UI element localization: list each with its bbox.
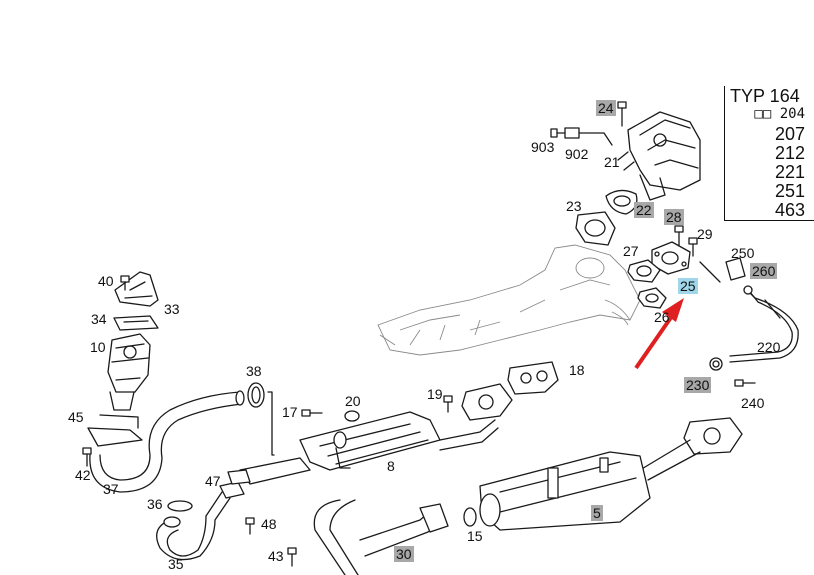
pipe-flange-right: [639, 417, 743, 481]
part-label-18[interactable]: 18: [569, 362, 585, 378]
part-label-220[interactable]: 220: [757, 339, 781, 355]
gasket-47: [219, 469, 251, 499]
pipe-37: [89, 390, 245, 493]
part-label-30[interactable]: 30: [394, 546, 414, 562]
flange-27: [651, 241, 691, 275]
part-label-40[interactable]: 40: [98, 273, 114, 289]
part-label-27[interactable]: 27: [623, 243, 639, 259]
bolt-24: [617, 101, 627, 127]
part-label-28[interactable]: 28: [664, 209, 684, 225]
part-label-42[interactable]: 42: [75, 467, 91, 483]
part-label-8[interactable]: 8: [387, 458, 395, 474]
bracket-45: [87, 414, 143, 447]
egr-cooler-valve-10: [107, 333, 151, 411]
part-label-250[interactable]: 250: [731, 245, 755, 261]
part-label-19[interactable]: 19: [427, 386, 443, 402]
clamp-230: [709, 357, 723, 371]
gasket-34: [113, 315, 159, 331]
type-value: 463: [774, 200, 805, 220]
bolt-240: [734, 379, 756, 387]
part-label-26[interactable]: 26: [654, 309, 670, 325]
gasket-18: [507, 361, 559, 395]
part-label-33[interactable]: 33: [164, 301, 180, 317]
seal-15: [463, 507, 477, 527]
pipe-35: [156, 491, 231, 561]
part-label-29[interactable]: 29: [697, 226, 713, 242]
type-subtitle: □□ 204: [754, 106, 805, 122]
gasket-26: [637, 287, 667, 309]
clamp-38: [247, 382, 265, 408]
part-label-23[interactable]: 23: [566, 198, 582, 214]
gasket-23: [575, 211, 616, 246]
type-value: 212: [774, 143, 805, 163]
flange-19: [461, 383, 513, 421]
seal-20: [344, 410, 360, 422]
egr-cooler-8: [239, 411, 499, 485]
sleeve-250: [725, 257, 746, 281]
bolt-40: [120, 275, 130, 291]
red-pointer-arrow: [634, 298, 684, 370]
part-label-34[interactable]: 34: [91, 311, 107, 327]
bolt-28: [674, 225, 684, 247]
part-label-25[interactable]: 25: [678, 278, 698, 294]
part-label-17[interactable]: 17: [282, 404, 298, 420]
part-label-35[interactable]: 35: [168, 556, 184, 572]
exhaust-manifold-outline: [377, 244, 641, 356]
part-label-48[interactable]: 48: [261, 516, 277, 532]
part-label-45[interactable]: 45: [68, 409, 84, 425]
gasket-36: [167, 500, 193, 512]
bolt-17: [301, 409, 323, 417]
part-label-5[interactable]: 5: [591, 505, 603, 521]
part-label-903[interactable]: 903: [531, 139, 555, 155]
bolt-29: [688, 237, 698, 257]
type-value: 221: [774, 162, 805, 182]
pipe-30: [313, 499, 449, 575]
part-label-38[interactable]: 38: [246, 363, 262, 379]
part-label-10[interactable]: 10: [90, 339, 106, 355]
bracket-33: [114, 271, 159, 307]
part-label-47[interactable]: 47: [205, 473, 221, 489]
gasket-22: [605, 189, 638, 215]
bolt-43: [287, 547, 297, 567]
part-label-24[interactable]: 24: [596, 100, 616, 116]
type-title: TYP 164: [730, 86, 800, 106]
pipe-220: [729, 285, 799, 363]
bolt-19: [443, 395, 453, 413]
model-type-table: TYP 164 □□ 204 207 212 221 251 463: [724, 86, 814, 221]
leader-lines: [267, 261, 721, 456]
dpf-5: [479, 451, 651, 531]
part-label-230[interactable]: 230: [684, 377, 712, 393]
bolt-42: [82, 447, 92, 467]
part-label-36[interactable]: 36: [147, 496, 163, 512]
part-label-21[interactable]: 21: [604, 154, 620, 170]
egr-valve-21: [617, 111, 701, 201]
part-label-902[interactable]: 902: [565, 146, 589, 162]
type-value: 207: [774, 124, 805, 144]
bolt-48: [245, 517, 255, 535]
part-label-22[interactable]: 22: [634, 202, 654, 218]
part-label-37[interactable]: 37: [103, 481, 119, 497]
part-label-15[interactable]: 15: [467, 528, 483, 544]
part-label-20[interactable]: 20: [345, 393, 361, 409]
sensor-902: [550, 127, 613, 146]
part-label-260[interactable]: 260: [750, 263, 778, 279]
type-value: 251: [774, 181, 805, 201]
part-label-240[interactable]: 240: [741, 395, 765, 411]
gasket-25: [627, 259, 661, 283]
part-label-43[interactable]: 43: [268, 548, 284, 564]
